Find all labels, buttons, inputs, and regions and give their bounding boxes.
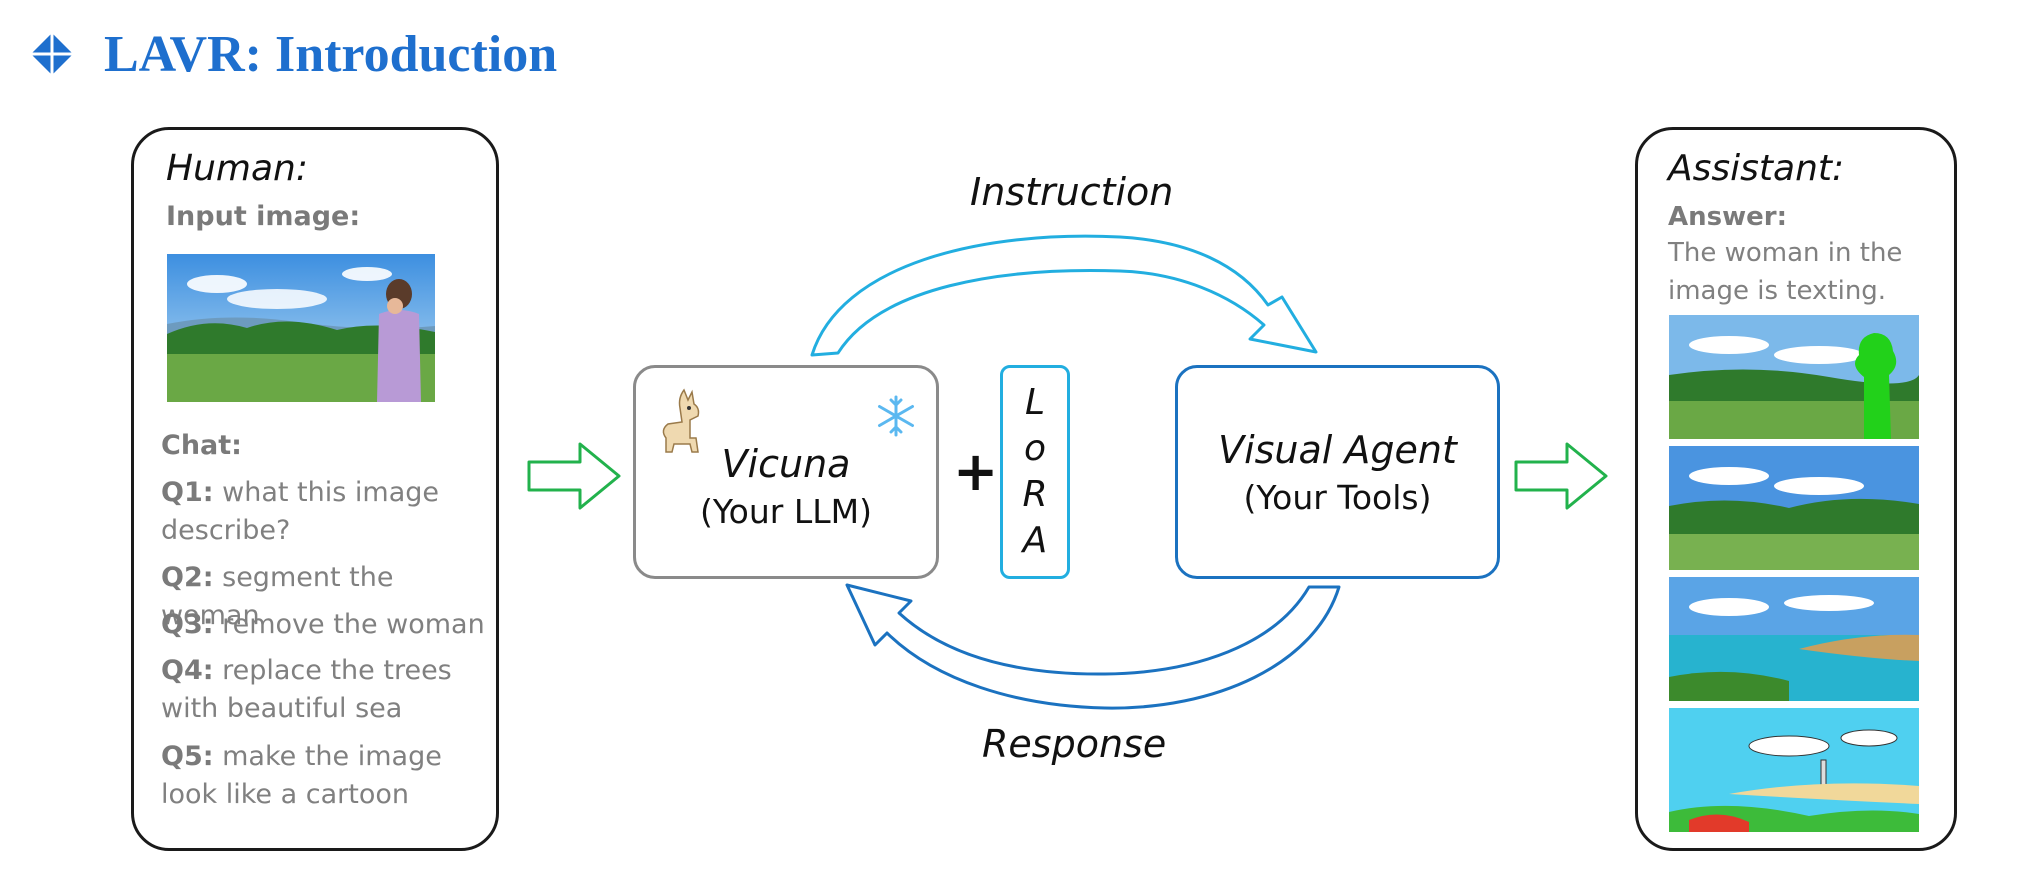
chat-q5: Q5: make the image look like a cartoon: [161, 741, 442, 810]
lora-box: L o R A: [1000, 365, 1070, 579]
llm-title: Vicuna: [721, 441, 851, 486]
llm-box: Vicuna (Your LLM): [633, 365, 939, 579]
human-panel: Human: Input image: Chat: Q1: what this …: [131, 127, 499, 851]
llama-icon: [662, 388, 700, 453]
lora-letter-r: R: [1022, 474, 1048, 515]
assistant-panel: Assistant: Answer: The woman in the imag…: [1635, 127, 1957, 851]
instruction-label: Instruction: [970, 170, 1174, 214]
plus-sign: +: [953, 440, 999, 503]
response-label: Response: [982, 722, 1167, 766]
lora-letter-o: o: [1023, 428, 1047, 469]
answer-label: Answer:: [1668, 202, 1787, 232]
chat-q2: Q2: segment the woman: [161, 562, 394, 631]
lora-letter-l: L: [1024, 382, 1046, 423]
human-heading: Human:: [166, 148, 308, 189]
answer-text: The woman in the image is texting.: [1668, 238, 1903, 306]
response-arrow: [845, 583, 1341, 710]
agent-box: Visual Agent (Your Tools): [1175, 365, 1500, 579]
assistant-heading: Assistant:: [1668, 148, 1845, 189]
result-image-cartoon: [1669, 708, 1919, 832]
agent-subtitle: (Your Tools): [1243, 477, 1432, 517]
flow-arrow-out: [1514, 442, 1608, 510]
page-title: LAVR: Introduction: [104, 25, 558, 83]
chat-q4: Q4: replace the trees with beautiful sea: [161, 655, 452, 724]
input-image: [167, 254, 435, 402]
chat-q1: Q1: what this image describe?: [161, 477, 439, 546]
flow-arrow-in: [527, 442, 621, 510]
lora-letter-a: A: [1022, 520, 1048, 561]
input-image-label: Input image:: [166, 201, 361, 232]
agent-title: Visual Agent: [1218, 427, 1457, 472]
result-image-remove: [1669, 446, 1919, 570]
chat-label: Chat:: [161, 430, 242, 461]
page-header: LAVR: Introduction: [30, 22, 557, 86]
result-image-segment: [1669, 315, 1919, 439]
result-image-sea: [1669, 577, 1919, 701]
llm-subtitle: (Your LLM): [700, 491, 872, 531]
instruction-arrow: [810, 234, 1318, 357]
chat-q3: Q3: remove the woman: [161, 609, 485, 640]
snowflake-icon: [878, 395, 914, 437]
diamond-bullet-icon: [31, 33, 73, 75]
